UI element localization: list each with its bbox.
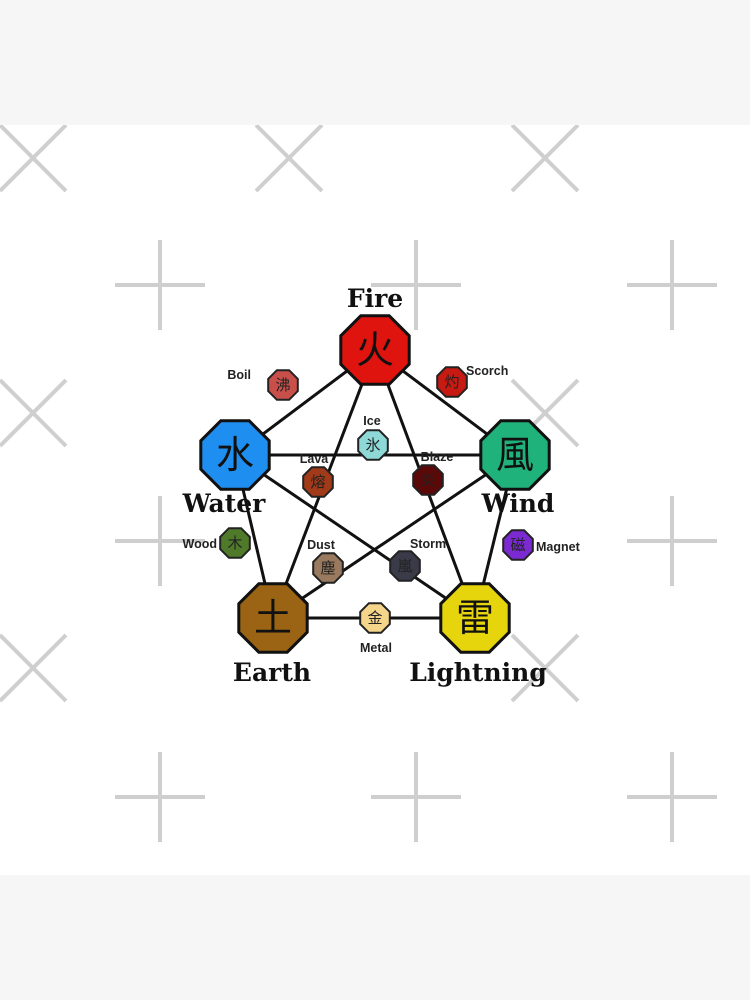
watermark-x: [510, 633, 580, 703]
magnet-kanji: 磁: [510, 536, 525, 554]
watermark-x: [254, 125, 324, 193]
diagram-canvas: 火 Fire 水 Water 風 Wind 土 Earth 雷 Lightning 沸 Boil 灼 Sc…: [0, 125, 750, 875]
watermark-x: [0, 378, 68, 448]
watermark-x: [510, 125, 580, 193]
watermark-pattern: [0, 125, 717, 842]
watermark-plus: [627, 240, 717, 330]
lightning-octagon: [439, 582, 511, 654]
metal-label: Metal: [360, 641, 392, 655]
magnet-label: Magnet: [536, 540, 581, 554]
element-scorch: 灼 Scorch: [436, 364, 508, 398]
element-wind: 風 Wind: [479, 419, 555, 518]
wind-kanji: 風: [496, 433, 534, 477]
element-ice: 氷 Ice: [357, 414, 389, 461]
fire-kanji: 火: [356, 328, 394, 372]
line-water-lightning: [234, 453, 476, 620]
element-earth: 土 Earth: [233, 582, 311, 687]
five-elements-diagram: 火 Fire 水 Water 風 Wind 土 Earth 雷 Lightning 沸 Boil 灼 Sc…: [0, 125, 717, 842]
watermark-plus: [371, 752, 461, 842]
element-magnet: 磁 Magnet: [502, 529, 581, 561]
fire-label: Fire: [347, 284, 403, 313]
earth-octagon: [237, 582, 309, 654]
element-lava: 熔 Lava: [300, 452, 334, 498]
storm-kanji: 嵐: [397, 557, 412, 575]
magnet-badge: [502, 529, 534, 561]
lava-label: Lava: [300, 452, 330, 466]
watermark-plus: [627, 752, 717, 842]
watermark-plus: [115, 752, 205, 842]
boil-kanji: 沸: [275, 376, 290, 394]
lightning-label: Lightning: [409, 658, 547, 687]
element-lightning: 雷 Lightning: [409, 582, 547, 687]
water-kanji: 水: [216, 433, 254, 477]
ice-badge: [357, 429, 389, 461]
watermark-plus: [115, 496, 205, 586]
storm-badge: [389, 550, 421, 582]
boil-badge: [267, 369, 299, 401]
wood-kanji: 木: [227, 534, 242, 552]
scorch-label: Scorch: [466, 364, 508, 378]
scorch-kanji: 灼: [444, 373, 459, 391]
scorch-badge: [436, 366, 468, 398]
element-nodes: 火 Fire 水 Water 風 Wind 土 Earth 雷 Lightning 沸 Boil 灼 Sc…: [182, 284, 581, 687]
fire-octagon: [339, 314, 411, 386]
ice-label: Ice: [363, 414, 380, 428]
lava-badge: [302, 466, 334, 498]
wood-label: Wood: [183, 537, 217, 551]
watermark-plus: [627, 496, 717, 586]
watermark-x: [0, 125, 68, 193]
water-label: Water: [182, 489, 267, 518]
element-storm: 嵐 Storm: [389, 537, 446, 582]
element-water: 水 Water: [182, 419, 271, 518]
dust-label: Dust: [307, 538, 336, 552]
water-octagon: [199, 419, 271, 491]
earth-label: Earth: [233, 658, 311, 687]
storm-label: Storm: [410, 537, 446, 551]
element-wood: 木 Wood: [183, 527, 251, 559]
boil-label: Boil: [227, 368, 251, 382]
dust-kanji: 塵: [320, 559, 335, 577]
element-dust: 塵 Dust: [307, 538, 344, 584]
watermark-plus: [371, 240, 461, 330]
lava-kanji: 熔: [310, 473, 325, 491]
metal-badge: [359, 602, 391, 634]
line-wind-earth: [272, 453, 516, 620]
element-metal: 金 Metal: [359, 602, 392, 655]
blaze-kanji: 炎: [420, 471, 435, 489]
ice-kanji: 氷: [365, 436, 380, 454]
dust-badge: [312, 552, 344, 584]
element-blaze: 炎 Blaze: [412, 450, 454, 496]
blaze-badge: [412, 464, 444, 496]
wind-octagon: [479, 419, 551, 491]
wood-badge: [219, 527, 251, 559]
watermark-x: [0, 633, 68, 703]
lightning-kanji: 雷: [456, 596, 494, 640]
element-fire: 火 Fire: [339, 284, 411, 386]
watermark-plus: [115, 240, 205, 330]
element-boil: 沸 Boil: [227, 368, 299, 401]
wind-label: Wind: [481, 489, 555, 518]
metal-kanji: 金: [367, 609, 382, 627]
blaze-label: Blaze: [421, 450, 454, 464]
earth-kanji: 土: [254, 596, 292, 640]
